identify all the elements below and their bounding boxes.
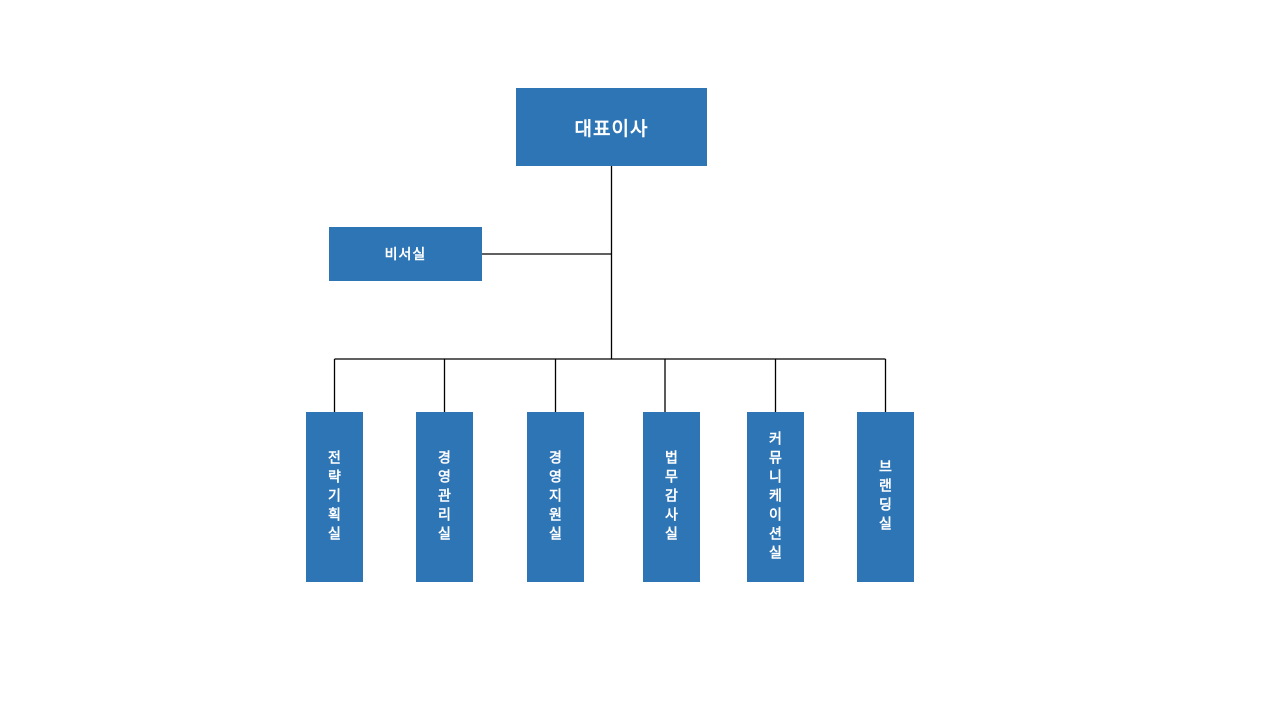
org-node-communication[interactable]: 커뮤니케이션실: [747, 412, 804, 582]
dept-label: 커뮤니케이션실: [767, 430, 784, 564]
dept-label: 경영지원실: [547, 449, 564, 545]
org-node-strategic-planning[interactable]: 전략기획실: [306, 412, 363, 582]
org-node-ceo[interactable]: 대표이사: [516, 88, 707, 166]
org-node-branding[interactable]: 브랜딩실: [857, 412, 914, 582]
dept-label: 법무감사실: [663, 449, 680, 545]
dept-label: 전략기획실: [326, 449, 343, 545]
dept-label: 브랜딩실: [877, 459, 894, 535]
org-node-secretary-office[interactable]: 비서실: [329, 227, 482, 281]
org-node-management-admin[interactable]: 경영관리실: [416, 412, 473, 582]
dept-label: 경영관리실: [436, 449, 453, 545]
org-node-legal-audit[interactable]: 법무감사실: [643, 412, 700, 582]
org-node-management-support[interactable]: 경영지원실: [527, 412, 584, 582]
